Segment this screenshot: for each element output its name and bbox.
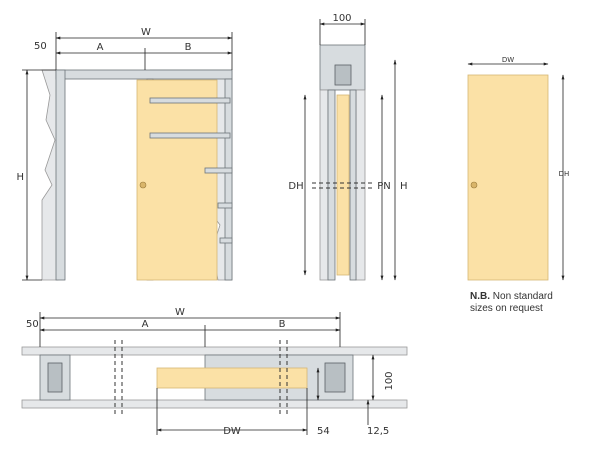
- plan-label-100: 100: [384, 371, 395, 390]
- section-view: 100 DH PN H: [288, 13, 408, 281]
- door-panel: [467, 74, 549, 281]
- front-wall-left: [41, 69, 59, 281]
- front-view: W 50 A B H: [16, 27, 233, 281]
- note-label: N.B.: [470, 291, 490, 302]
- plan-wall-bottom: [21, 399, 408, 409]
- section-stud-right: [349, 89, 357, 281]
- front-label-w: W: [141, 27, 151, 38]
- front-top-frame: [55, 69, 233, 80]
- plan-label-a: A: [142, 319, 149, 330]
- plan-label-w: W: [175, 307, 185, 318]
- door-knob: [470, 181, 478, 189]
- front-rail-5: [219, 237, 233, 244]
- section-door: [336, 94, 350, 276]
- front-rail-1: [149, 97, 231, 104]
- section-wall-left: [319, 89, 329, 281]
- plan-cassette-end: [324, 362, 346, 393]
- section-wall-right: [355, 89, 366, 281]
- door-label-dh: DH: [559, 170, 570, 178]
- plan-view: W 50 A B 100 DW 54 12,5: [21, 307, 408, 437]
- front-cassette-upright-right: [224, 78, 233, 281]
- size-note: N.B. Non standard sizes on request: [470, 291, 595, 315]
- section-label-100: 100: [332, 13, 351, 24]
- front-left-jamb: [55, 69, 66, 281]
- section-label-h: H: [400, 181, 408, 192]
- plan-label-b: B: [279, 319, 286, 330]
- door-view: DW DH: [467, 56, 570, 281]
- note-line2: sizes on request: [470, 303, 543, 314]
- section-stud-left: [327, 89, 336, 281]
- front-label-h: H: [16, 172, 24, 183]
- front-label-a: A: [97, 42, 104, 53]
- plan-label-54: 54: [317, 426, 330, 437]
- plan-left-jamb-core: [47, 362, 63, 393]
- section-roller: [334, 64, 352, 86]
- section-label-pn: PN: [377, 181, 391, 192]
- front-label-b: B: [185, 42, 192, 53]
- front-door-panel: [136, 79, 218, 281]
- front-rail-4: [217, 202, 233, 209]
- section-label-dh: DH: [288, 181, 303, 192]
- note-line1: Non standard: [492, 291, 553, 302]
- plan-label-50: 50: [26, 319, 39, 330]
- plan-wall-top: [21, 346, 408, 356]
- plan-door: [156, 367, 308, 389]
- door-label-dw: DW: [502, 56, 514, 64]
- front-label-50: 50: [34, 41, 47, 52]
- plan-label-dw: DW: [223, 426, 241, 437]
- front-rail-2: [149, 132, 231, 139]
- plan-label-12-5: 12,5: [367, 426, 389, 437]
- front-rail-3: [204, 167, 233, 174]
- front-door-knob: [139, 181, 147, 189]
